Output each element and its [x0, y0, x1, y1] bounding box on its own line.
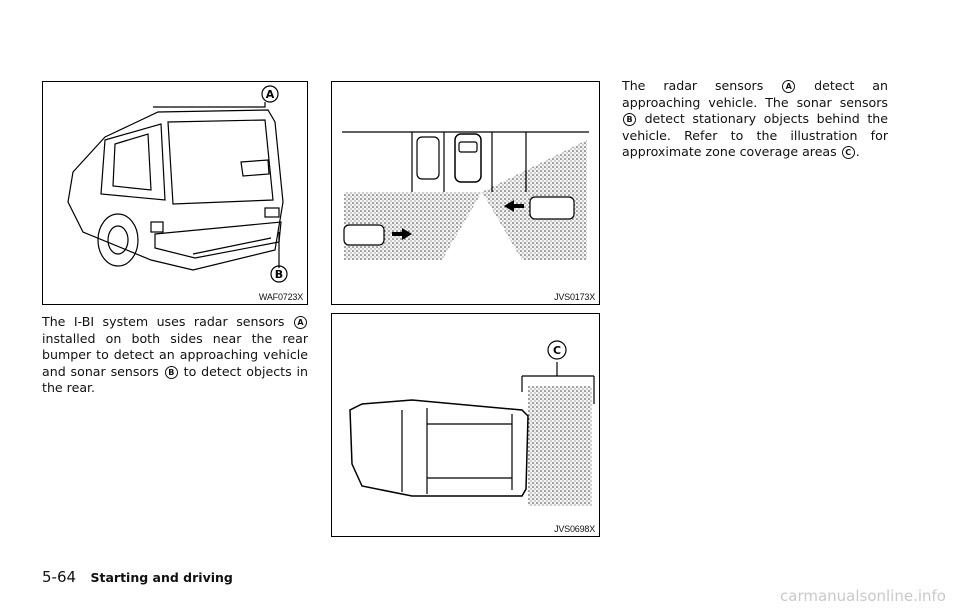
callout-c-label: C — [553, 344, 561, 357]
figure-sonar-zone: C JVS0698X — [331, 313, 600, 537]
callout-a-label: A — [266, 88, 275, 101]
suv-rear-illustration: A B — [67, 85, 288, 283]
text-segment: The I-BI system uses radar sensors — [42, 314, 285, 329]
text-segment: . — [855, 144, 860, 159]
callout-b-label: B — [275, 268, 283, 281]
figure-code: WAF0723X — [258, 292, 303, 302]
figure-code: JVS0698X — [554, 524, 595, 534]
marker-b-icon: B — [623, 113, 636, 126]
figure-parking-detection: JVS0173X — [331, 81, 600, 305]
paragraph-ibi-intro: The I-BI system uses radar sensors A ins… — [42, 314, 308, 397]
text-segment: to detect objects in the rear. — [42, 363, 309, 396]
page-footer: 5-64 Starting and driving — [42, 568, 233, 586]
marker-b-icon: B — [164, 365, 178, 379]
marker-a-icon: A — [294, 316, 307, 329]
text-segment: detect stationary objects behind the veh… — [622, 111, 888, 159]
text-segment: detect an approaching vehicle. The sonar… — [622, 78, 888, 110]
figure-suv-rear-view: A B WAF0723X — [42, 81, 308, 305]
paragraph-sensor-description: The radar sensors A detect an approachin… — [622, 78, 888, 161]
section-title: Starting and driving — [90, 570, 233, 585]
text-segment: installed on both sides near the rear bu… — [42, 330, 308, 379]
watermark: carmanualsonline.info — [780, 587, 946, 605]
page-number: 5-64 — [42, 568, 77, 586]
marker-a-icon: A — [782, 80, 796, 93]
parking-illustration — [342, 131, 589, 260]
text-segment: The radar sensors — [622, 78, 764, 93]
marker-c-icon: C — [841, 146, 855, 159]
sonar-zone-illustration: C — [349, 340, 595, 506]
figure-code: JVS0173X — [554, 292, 595, 302]
